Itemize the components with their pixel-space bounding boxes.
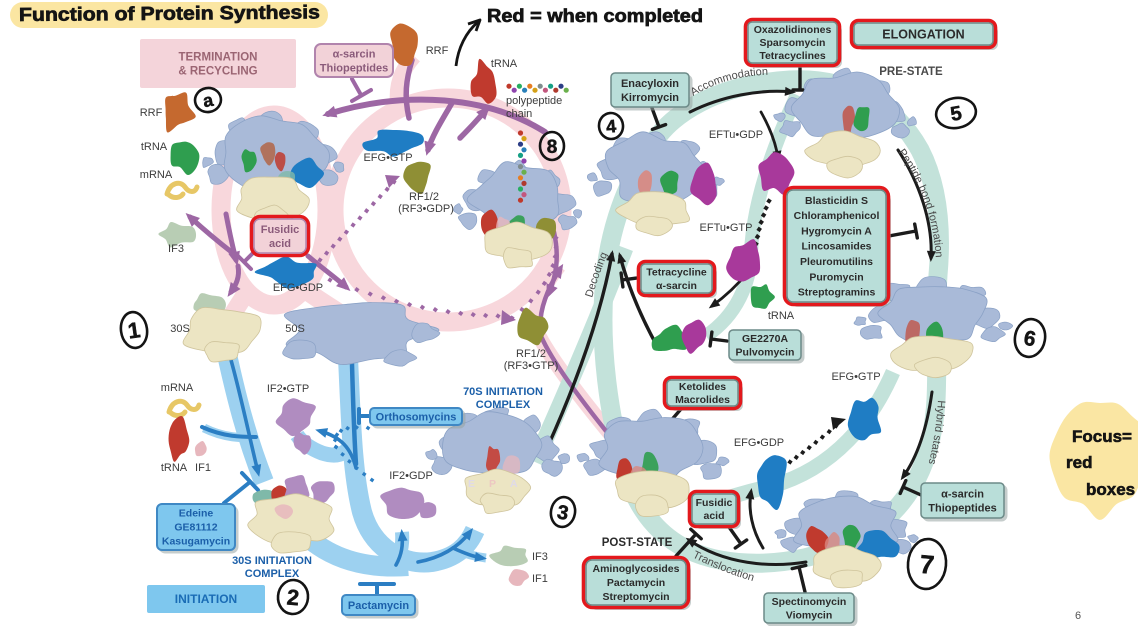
svg-text:Spectinomycin: Spectinomycin [772, 596, 847, 608]
svg-text:Fusidic: Fusidic [261, 224, 300, 236]
svg-text:POST-STATE: POST-STATE [602, 537, 673, 549]
svg-text:3: 3 [555, 501, 570, 525]
svg-text:IF3: IF3 [532, 551, 548, 563]
svg-text:7: 7 [918, 549, 935, 580]
svg-text:Pactamycin: Pactamycin [607, 577, 665, 589]
svg-text:tRNA: tRNA [141, 141, 168, 153]
svg-text:Macrolides: Macrolides [675, 394, 730, 406]
svg-text:Pleuromutilins: Pleuromutilins [800, 256, 873, 268]
svg-text:Aminoglycosides: Aminoglycosides [593, 563, 680, 575]
svg-text:PRE-STATE: PRE-STATE [879, 66, 943, 78]
svg-text:Streptomycin: Streptomycin [602, 591, 669, 603]
svg-text:Red = when completed: Red = when completed [487, 6, 703, 26]
svg-text:Sparsomycin: Sparsomycin [760, 37, 826, 49]
svg-text:Kasugamycin: Kasugamycin [162, 536, 230, 548]
svg-text:RF1/2: RF1/2 [409, 191, 439, 203]
svg-text:Puromycin: Puromycin [809, 271, 863, 283]
svg-text:EFTu•GDP: EFTu•GDP [709, 129, 763, 141]
svg-text:A: A [510, 478, 518, 490]
svg-text:polypeptide: polypeptide [506, 95, 562, 107]
svg-text:Orthosomycins: Orthosomycins [376, 411, 457, 423]
svg-text:α-sarcin: α-sarcin [656, 280, 697, 292]
svg-text:INITIATION: INITIATION [175, 592, 237, 606]
svg-text:Enacyloxin: Enacyloxin [621, 78, 679, 90]
svg-text:8: 8 [547, 137, 558, 158]
svg-text:acid: acid [703, 510, 724, 522]
svg-text:RF1/2: RF1/2 [516, 348, 546, 360]
svg-text:mRNA: mRNA [140, 169, 173, 181]
svg-text:70S INITIATION: 70S INITIATION [463, 386, 543, 398]
svg-text:Fusidic: Fusidic [696, 497, 733, 509]
svg-text:Kirromycin: Kirromycin [621, 92, 679, 104]
svg-text:IF2•GDP: IF2•GDP [389, 470, 433, 482]
svg-text:tRNA: tRNA [768, 310, 795, 322]
svg-text:tRNA: tRNA [491, 58, 518, 70]
svg-text:EFG•GDP: EFG•GDP [273, 282, 323, 294]
svg-text:α-sarcin: α-sarcin [333, 48, 376, 60]
svg-text:6: 6 [1075, 610, 1081, 622]
svg-text:Edeine: Edeine [179, 508, 214, 520]
svg-text:RRF: RRF [426, 45, 449, 57]
svg-text:COMPLEX: COMPLEX [245, 568, 300, 580]
svg-text:4: 4 [605, 116, 617, 137]
svg-text:P: P [489, 478, 496, 490]
svg-text:Chloramphenicol: Chloramphenicol [794, 210, 880, 222]
svg-text:E: E [468, 478, 475, 490]
svg-text:50S: 50S [285, 323, 305, 335]
svg-text:Pulvomycin: Pulvomycin [736, 346, 795, 358]
svg-text:tRNA: tRNA [161, 462, 188, 474]
svg-text:Tetracycline: Tetracycline [646, 266, 707, 278]
svg-text:acid: acid [269, 238, 291, 250]
svg-text:Pactamycin: Pactamycin [348, 600, 409, 612]
svg-text:Focus=: Focus= [1072, 427, 1132, 446]
svg-text:Blasticidin S: Blasticidin S [805, 195, 868, 207]
svg-text:EFTu•GTP: EFTu•GTP [700, 222, 753, 234]
svg-text:IF1: IF1 [195, 462, 211, 474]
svg-text:ELONGATION: ELONGATION [882, 27, 964, 41]
svg-text:(RF3•GTP): (RF3•GTP) [504, 360, 559, 372]
svg-text:Streptogramins: Streptogramins [798, 287, 876, 299]
svg-text:COMPLEX: COMPLEX [476, 399, 531, 411]
svg-text:α-sarcin: α-sarcin [941, 488, 984, 500]
svg-text:IF1: IF1 [532, 573, 548, 585]
svg-text:30S: 30S [170, 323, 190, 335]
svg-text:Tetracyclines: Tetracyclines [759, 50, 826, 62]
svg-text:Thiopeptides: Thiopeptides [928, 502, 996, 514]
svg-text:Viomycin: Viomycin [786, 609, 833, 621]
svg-text:Function of Protein Synthesis: Function of Protein Synthesis [19, 2, 320, 26]
svg-text:Oxazolidinones: Oxazolidinones [754, 24, 832, 36]
svg-text:& RECYCLING: & RECYCLING [178, 66, 257, 78]
svg-text:6: 6 [1022, 327, 1038, 352]
svg-text:Ketolides: Ketolides [679, 381, 726, 393]
svg-text:chain: chain [506, 108, 532, 120]
svg-text:TERMINATION: TERMINATION [178, 52, 257, 64]
svg-text:Lincosamides: Lincosamides [801, 241, 871, 253]
svg-text:EFG•GDP: EFG•GDP [734, 437, 784, 449]
svg-text:EFG•GTP: EFG•GTP [831, 371, 880, 383]
svg-text:5: 5 [949, 102, 964, 126]
svg-text:IF2•GTP: IF2•GTP [267, 383, 309, 395]
svg-text:30S INITIATION: 30S INITIATION [232, 555, 312, 567]
svg-text:1: 1 [126, 317, 142, 343]
svg-text:Hygromycin A: Hygromycin A [801, 225, 872, 237]
svg-text:EFG•GTP: EFG•GTP [363, 152, 412, 164]
svg-text:GE81112: GE81112 [174, 522, 217, 534]
svg-text:IF3: IF3 [168, 243, 184, 255]
svg-text:2: 2 [286, 584, 300, 610]
svg-text:(RF3•GDP): (RF3•GDP) [398, 203, 454, 215]
svg-text:red: red [1066, 453, 1092, 472]
svg-text:mRNA: mRNA [161, 382, 194, 394]
svg-text:RRF: RRF [140, 107, 163, 119]
svg-text:Thiopeptides: Thiopeptides [320, 62, 388, 74]
svg-text:boxes: boxes [1086, 480, 1135, 499]
svg-text:GE2270A: GE2270A [742, 333, 789, 345]
